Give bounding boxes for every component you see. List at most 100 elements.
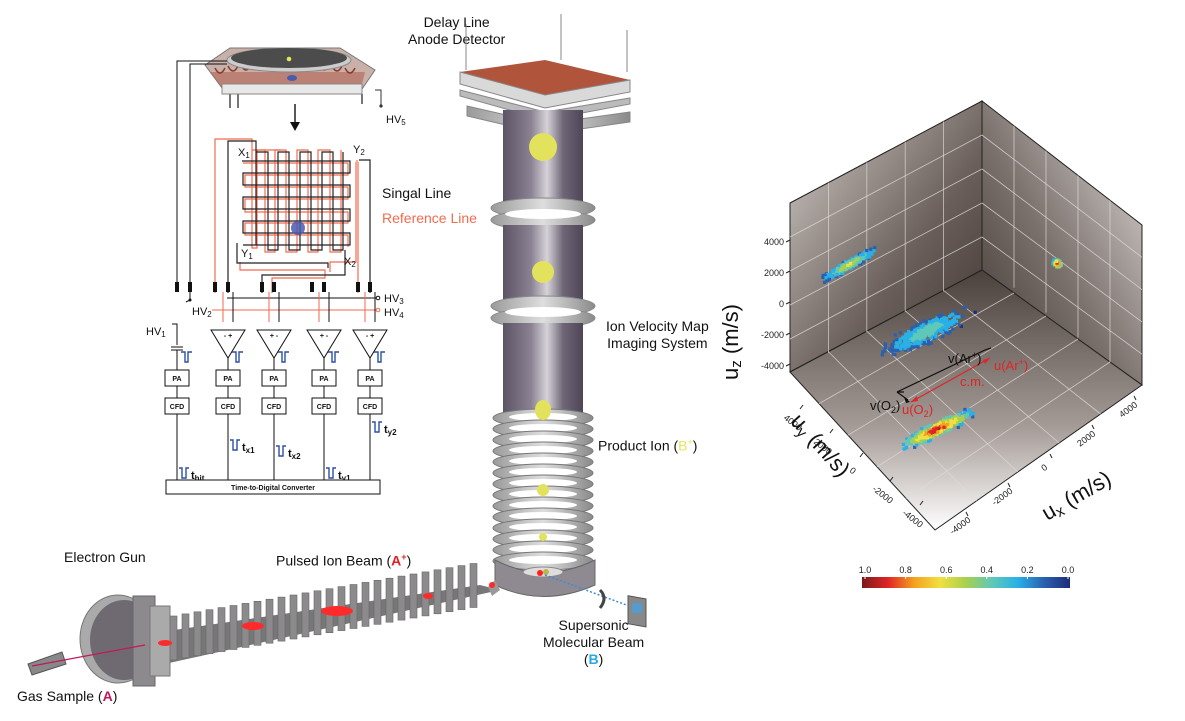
data-point: [1055, 261, 1059, 265]
data-point: [907, 438, 911, 442]
data-point: [835, 275, 839, 279]
data-point: [961, 314, 965, 318]
data-point: [936, 424, 940, 428]
data-point: [938, 421, 943, 425]
data-point: [843, 263, 847, 267]
data-point: [936, 430, 940, 434]
data-point: [843, 263, 847, 267]
data-point: [837, 271, 841, 276]
data-point: [958, 411, 963, 415]
data-point: [1057, 260, 1061, 264]
data-point: [925, 433, 929, 437]
data-point: [934, 318, 938, 322]
data-point: [837, 263, 841, 267]
data-point: [1056, 260, 1060, 264]
data-point: [845, 261, 849, 265]
data-point: [919, 430, 923, 434]
data-point: [858, 257, 862, 261]
data-point: [939, 429, 943, 433]
data-point: [907, 337, 911, 341]
data-point: [918, 321, 923, 325]
data-point: [959, 416, 963, 420]
data-point: [943, 424, 947, 428]
data-point: [903, 339, 907, 343]
data-point: [929, 320, 933, 324]
data-point: [927, 326, 931, 330]
data-point: [910, 343, 915, 347]
data-point: [954, 315, 958, 319]
data-point: [913, 336, 918, 340]
data-point: [928, 438, 932, 442]
data-point: [826, 272, 830, 277]
data-point: [919, 432, 923, 436]
data-point: [934, 318, 938, 322]
data-point: [907, 329, 911, 334]
data-point: [867, 255, 872, 259]
relative-velocity-line: [910, 357, 991, 403]
data-point: [921, 439, 925, 443]
data-point: [933, 332, 938, 336]
data-point: [933, 423, 937, 427]
data-point: [958, 419, 962, 423]
data-point: [948, 320, 953, 324]
data-point: [929, 437, 933, 441]
molecular-beam-label: Supersonic Molecular Beam (B): [543, 617, 644, 668]
data-point: [913, 445, 917, 449]
cfd-label: CFD: [221, 404, 235, 411]
data-point: [934, 424, 938, 428]
plot-wall-yz: [981, 99, 1143, 386]
data-point: [950, 418, 954, 422]
data-point: [914, 331, 919, 335]
data-point: [959, 324, 963, 328]
data-point: [937, 425, 941, 429]
data-point: [917, 433, 921, 437]
data-point: [958, 423, 962, 427]
data-point: [840, 263, 844, 267]
data-point: [942, 324, 946, 328]
data-point: [930, 430, 934, 434]
data-point: [898, 331, 903, 335]
data-point: [902, 343, 906, 347]
data-point: [901, 342, 905, 346]
data-point: [930, 319, 934, 323]
v-o2-vector: [896, 391, 909, 401]
data-point: [851, 261, 855, 265]
data-point: [925, 330, 929, 334]
data-point: [854, 260, 858, 264]
data-point: [866, 253, 870, 257]
data-point: [921, 333, 925, 337]
data-point: [939, 421, 943, 426]
data-point: [1058, 263, 1063, 267]
data-point: [921, 330, 925, 334]
data-point: [931, 434, 935, 438]
data-point: [1056, 262, 1060, 266]
data-point: [917, 435, 921, 439]
data-point: [913, 330, 917, 334]
data-point: [928, 321, 932, 326]
data-point: [930, 433, 934, 437]
data-point: [1054, 261, 1058, 266]
data-point: [856, 260, 860, 264]
data-point: [957, 413, 961, 417]
gas-sample-nozzle-icon: [27, 644, 146, 676]
z-tick-label: -2000: [761, 330, 784, 340]
data-point: [921, 333, 925, 337]
data-point: [1057, 265, 1061, 269]
data-point: [906, 340, 910, 345]
amplifier-icon: [306, 329, 342, 359]
data-point: [915, 340, 920, 344]
data-point: [927, 433, 931, 437]
data-point: [912, 438, 916, 442]
data-point: [828, 273, 832, 277]
preamp-label: PA: [223, 376, 232, 383]
data-point: [904, 339, 908, 343]
data-point: [952, 321, 956, 325]
grid-line: [789, 236, 983, 340]
data-point: [928, 331, 932, 335]
data-point: [945, 421, 949, 425]
data-point: [929, 326, 933, 330]
data-point: [852, 258, 856, 262]
data-point: [832, 269, 836, 273]
data-point: [937, 431, 941, 435]
data-point: [853, 263, 857, 267]
